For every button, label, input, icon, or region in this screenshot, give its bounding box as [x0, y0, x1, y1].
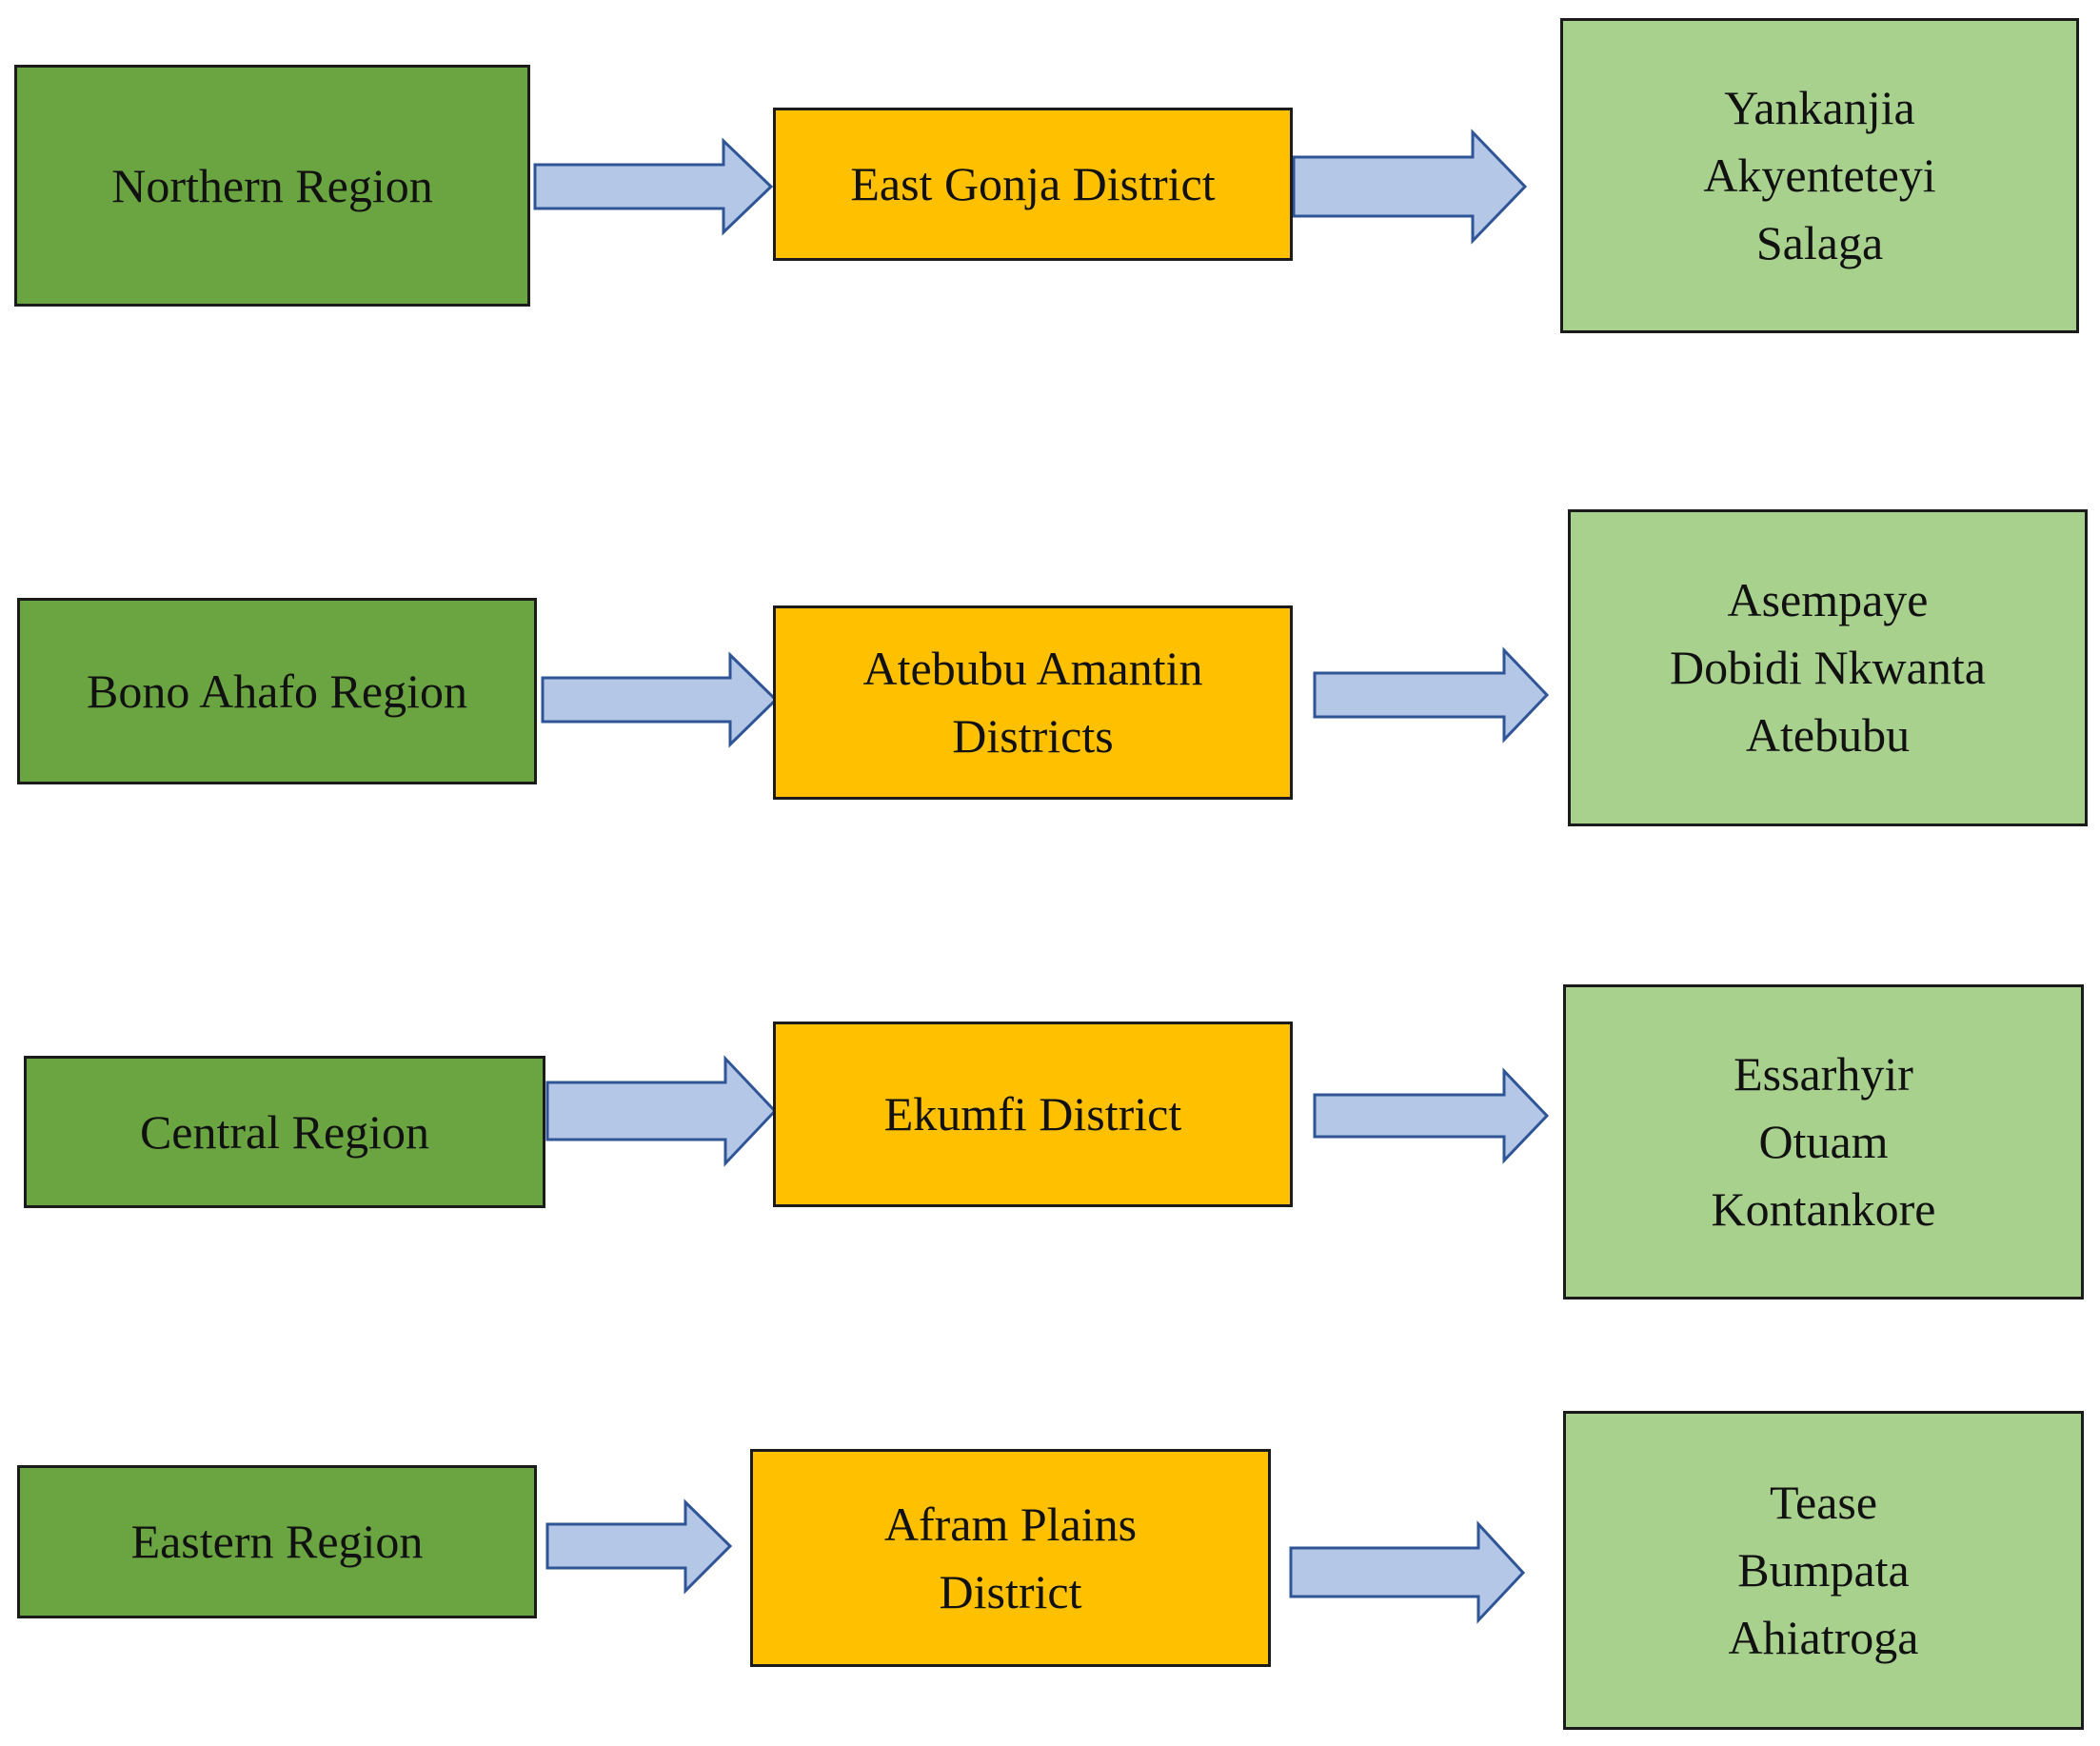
region-label: Bono Ahafo Region: [87, 664, 467, 718]
community-name: Dobidi Nkwanta: [1670, 641, 1986, 694]
region-label: Northern Region: [111, 158, 433, 212]
community-name: Yankanjia: [1724, 81, 1915, 134]
community-name: Asempaye: [1727, 573, 1929, 626]
district-label: Districts: [952, 709, 1114, 763]
community-name: Atebubu: [1745, 708, 1911, 762]
district-box: East Gonja District: [773, 108, 1293, 261]
district-box: Afram Plains District: [750, 1449, 1271, 1667]
communities-box: Tease Bumpata Ahiatroga: [1563, 1411, 2084, 1730]
communities-box: Asempaye Dobidi Nkwanta Atebubu: [1568, 509, 2088, 826]
district-label: East Gonja District: [850, 157, 1216, 210]
region-box: Bono Ahafo Region: [17, 598, 537, 784]
community-name: Akyenteteyi: [1703, 149, 1936, 202]
community-name: Essarhyir: [1733, 1047, 1913, 1101]
community-name: Otuam: [1758, 1115, 1889, 1168]
district-label: Ekumfi District: [883, 1087, 1182, 1141]
region-label: Eastern Region: [130, 1515, 424, 1568]
arrow-region-to-district: [541, 651, 779, 748]
arrow-region-to-district: [545, 1055, 778, 1167]
region-label: Central Region: [139, 1104, 430, 1159]
communities-box: Yankanjia Akyenteteyi Salaga: [1560, 18, 2079, 333]
district-box: Ekumfi District: [773, 1022, 1293, 1207]
community-name: Bumpata: [1737, 1543, 1910, 1597]
district-label: Atebubu Amantin: [862, 642, 1203, 695]
district-label: Afram Plains: [883, 1497, 1138, 1551]
community-name: Kontankore: [1711, 1182, 1936, 1236]
arrow-district-to-communities: [1313, 1067, 1550, 1164]
arrow-district-to-communities: [1313, 646, 1550, 744]
arrow-region-to-district: [533, 137, 774, 236]
community-name: Ahiatroga: [1728, 1611, 1919, 1664]
district-box: Atebubu Amantin Districts: [773, 605, 1293, 800]
arrow-district-to-communities: [1289, 1520, 1526, 1624]
community-name: Tease: [1769, 1476, 1878, 1529]
region-box: Northern Region: [14, 65, 530, 307]
arrow-district-to-communities: [1292, 129, 1528, 245]
community-name: Salaga: [1755, 216, 1884, 269]
district-label: District: [939, 1564, 1082, 1618]
region-box: Eastern Region: [17, 1465, 537, 1618]
communities-box: Essarhyir Otuam Kontankore: [1563, 984, 2084, 1300]
region-box: Central Region: [24, 1056, 545, 1208]
arrow-region-to-district: [545, 1498, 733, 1595]
